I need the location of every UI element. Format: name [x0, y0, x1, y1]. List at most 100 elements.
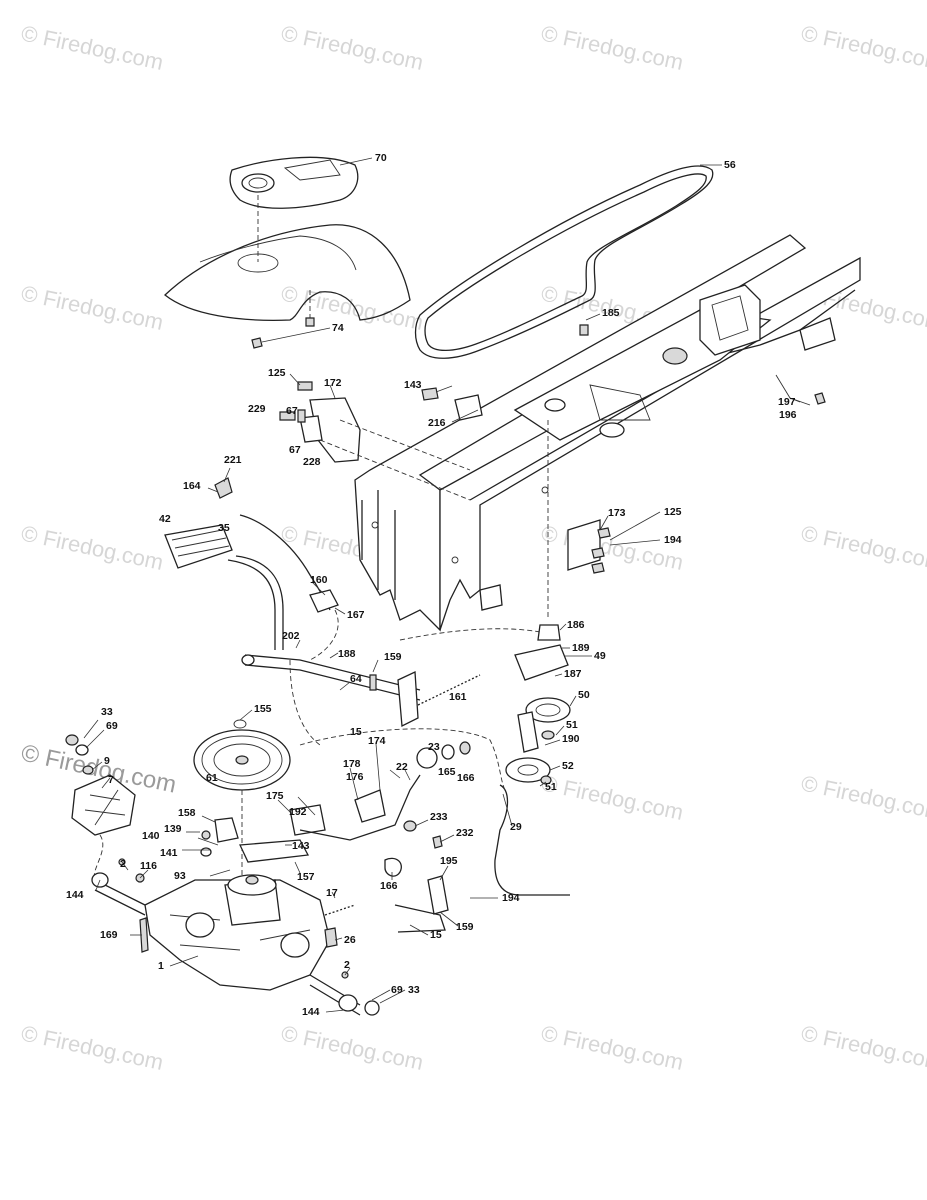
callout-label: 161: [449, 691, 467, 703]
callout-label: 221: [224, 454, 242, 466]
callout-label: 166: [380, 880, 398, 892]
callout-label: 61: [206, 772, 218, 784]
callout-label: 187: [564, 668, 582, 680]
callout-label: 69: [391, 984, 403, 996]
brake-linkage: [200, 741, 471, 933]
watermark: © Firedog.com: [539, 770, 686, 825]
callout-labels: 70 74 56 185 125 172 229 67 67 228 143 2…: [66, 152, 797, 1018]
callout-label: 143: [292, 840, 310, 852]
callout-label: 178: [343, 758, 361, 770]
callout-label: 160: [310, 574, 328, 586]
callout-label: 190: [562, 733, 580, 745]
callout-label: 167: [347, 609, 365, 621]
watermark: © Firedog.com: [799, 770, 927, 825]
callout-label: 140: [142, 830, 160, 842]
callout-label: 67: [289, 444, 301, 456]
callout-label: 196: [779, 409, 797, 421]
watermark: © Firedog.com: [799, 20, 927, 75]
callout-label: 144: [302, 1006, 320, 1018]
callout-label: 197: [778, 396, 796, 408]
callout-label: 176: [346, 771, 364, 783]
callout-label: 165: [438, 766, 456, 778]
callout-label: 49: [594, 650, 606, 662]
callout-label: 26: [344, 934, 356, 946]
callout-label: 67: [286, 405, 298, 417]
callout-label: 192: [289, 806, 307, 818]
callout-label: 125: [268, 367, 286, 379]
callout-label: 233: [430, 811, 448, 823]
spring-and-rods: [289, 628, 570, 896]
callout-label: 51: [545, 781, 557, 793]
callout-label: 159: [384, 651, 402, 663]
transaxle: [91, 858, 380, 1016]
watermark: © Firedog.com: [279, 20, 426, 75]
callout-label: 172: [324, 377, 342, 389]
callout-label: 158: [178, 807, 196, 819]
callout-label: 70: [375, 152, 387, 164]
callout-label: 15: [430, 929, 442, 941]
watermark: © Firedog.com: [19, 520, 166, 575]
idler-assembly: [505, 420, 571, 785]
callout-label: 50: [578, 689, 590, 701]
watermark: © Firedog.com: [19, 1020, 166, 1075]
watermark: © Firedog.com: [539, 1020, 686, 1075]
callout-label: 185: [602, 307, 620, 319]
callout-label: 216: [428, 417, 446, 429]
callout-label: 139: [164, 823, 182, 835]
drive-belt: [414, 165, 714, 359]
callout-label: 194: [502, 892, 520, 904]
callout-label: 166: [457, 772, 475, 784]
callout-label: 186: [567, 619, 585, 631]
callout-label: 195: [440, 855, 458, 867]
cooling-fan: [65, 734, 136, 881]
callout-label: 29: [510, 821, 522, 833]
callout-label: 155: [254, 703, 272, 715]
callout-label: 169: [100, 929, 118, 941]
callout-label: 116: [140, 860, 157, 872]
callout-label: 202: [282, 630, 300, 642]
callout-label: 15: [350, 726, 362, 738]
callout-label: 189: [572, 642, 590, 654]
leader-lines: [83, 157, 801, 1013]
transaxle-pulley: [193, 719, 291, 880]
callout-label: 232: [456, 827, 474, 839]
fender-assembly: [164, 156, 411, 349]
callout-label: 35: [218, 522, 230, 534]
callout-label: 194: [664, 534, 682, 546]
callout-label: 22: [396, 761, 408, 773]
hardware: [279, 324, 826, 691]
watermark: © Firedog.com: [539, 520, 686, 575]
callout-label: 164: [183, 480, 201, 492]
callout-label: 69: [106, 720, 118, 732]
watermark: © Firedog.com: [799, 520, 927, 575]
callout-label: 51: [566, 719, 578, 731]
callout-label: 93: [174, 870, 186, 882]
callout-label: 56: [724, 159, 736, 171]
watermark: © Firedog.com: [279, 1020, 426, 1075]
callout-label: 159: [456, 921, 474, 933]
callout-label: 157: [297, 871, 315, 883]
callout-label: 17: [326, 887, 338, 899]
callout-label: 23: [428, 741, 440, 753]
callout-label: 175: [266, 790, 284, 802]
callout-label: 174: [368, 735, 386, 747]
tractor-frame: [354, 234, 861, 632]
callout-label: 74: [332, 322, 344, 334]
callout-label: 143: [404, 379, 422, 391]
callout-label: 188: [338, 648, 356, 660]
callout-label: 125: [664, 506, 682, 518]
callout-label: 228: [303, 456, 321, 468]
callout-label: 42: [159, 513, 171, 525]
watermark: © Firedog.com: [799, 1020, 927, 1075]
callout-label: 2: [344, 959, 350, 971]
callout-label: 229: [248, 403, 266, 415]
callout-label: 173: [608, 507, 626, 519]
watermark: © Firedog.com: [19, 280, 166, 335]
callout-label: 7: [108, 774, 114, 786]
callout-label: 33: [408, 984, 420, 996]
brake-pedal: [164, 477, 421, 701]
callout-label: 9: [104, 755, 110, 767]
callout-label: 144: [66, 889, 84, 901]
watermark: © Firedog.com: [19, 20, 166, 75]
